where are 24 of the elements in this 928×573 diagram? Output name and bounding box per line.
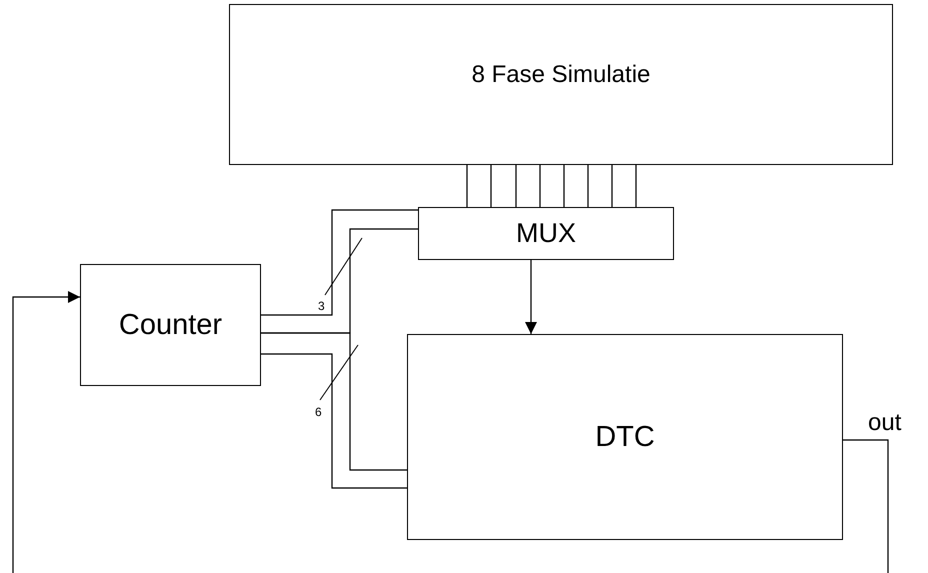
connector-line [843,439,889,573]
connector-line [261,353,407,489]
block-box [229,4,893,165]
block-label: Counter [118,308,222,342]
arrow [12,291,80,573]
connector-line [515,165,517,207]
block-label: DTC [595,420,655,454]
block-box [418,207,674,260]
connector-line [587,165,589,207]
connector-line [261,209,418,316]
block-box [407,334,843,540]
block-label: 8 Fase Simulatie [472,60,650,88]
connector-line [490,165,492,207]
bus-width-label: 6 [315,405,322,419]
block-box [80,264,261,386]
block-label: MUX [516,218,576,249]
connector-line [466,165,468,207]
connector-line [611,165,613,207]
connector-line [563,165,565,207]
bus-width-label: 3 [318,299,325,313]
connector-line [539,165,541,207]
connector-line [261,332,407,471]
connector-line [635,165,637,207]
arrow [525,260,537,334]
